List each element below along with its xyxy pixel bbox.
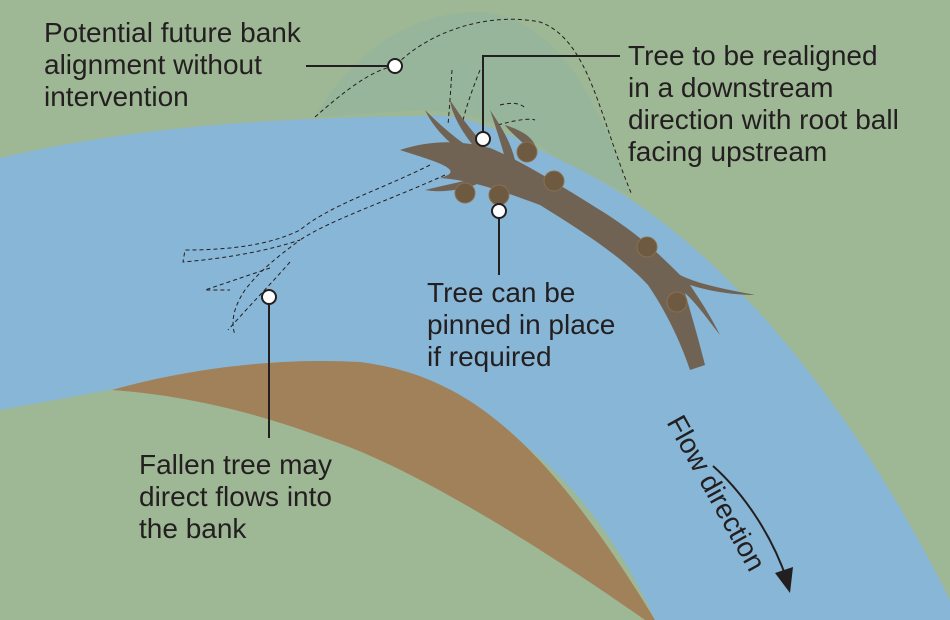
- pin: [488, 184, 510, 206]
- flow-arrow-line: [712, 465, 788, 581]
- future-bank-dashed-line: [314, 18, 633, 196]
- marker-realign: [475, 131, 491, 147]
- callout-markers: [261, 58, 507, 305]
- label-realign: Tree to be realigned in a downstream dir…: [628, 40, 899, 168]
- label-fallen-tree: Fallen tree may direct flows into the ba…: [139, 449, 332, 545]
- label-line: direct flows into: [139, 481, 332, 512]
- label-line: if required: [427, 341, 552, 372]
- label-line: Potential future bank: [44, 17, 301, 48]
- pin: [454, 182, 476, 204]
- leader-realign: [482, 55, 620, 139]
- label-line: Fallen tree may: [139, 449, 332, 480]
- label-line: the bank: [139, 513, 247, 544]
- label-line: in a downstream: [628, 72, 834, 103]
- leader-lines: [268, 55, 620, 438]
- tree-pins: [454, 141, 688, 313]
- pin: [543, 170, 565, 192]
- label-line: intervention: [44, 81, 189, 112]
- label-pinned: Tree can be pinned in place if required: [427, 277, 615, 373]
- point-bar: [112, 360, 655, 620]
- label-line: direction with root ball: [628, 104, 899, 135]
- river-water: [0, 115, 950, 620]
- pin: [666, 291, 688, 313]
- label-line: pinned in place: [427, 309, 616, 340]
- label-line: facing upstream: [628, 136, 828, 167]
- flow-arrow-head-icon: [775, 567, 793, 593]
- marker-future-bank: [387, 58, 403, 74]
- marker-fallen: [261, 289, 277, 305]
- pin: [516, 141, 538, 163]
- marker-pinned: [491, 203, 507, 219]
- pin: [636, 236, 658, 258]
- future-bank-zone: [315, 11, 630, 195]
- label-line: alignment without: [44, 49, 262, 80]
- label-future-bank: Potential future bank alignment without …: [44, 17, 301, 113]
- label-line: Tree to be realigned: [628, 40, 878, 71]
- label-line: Tree can be: [427, 277, 576, 308]
